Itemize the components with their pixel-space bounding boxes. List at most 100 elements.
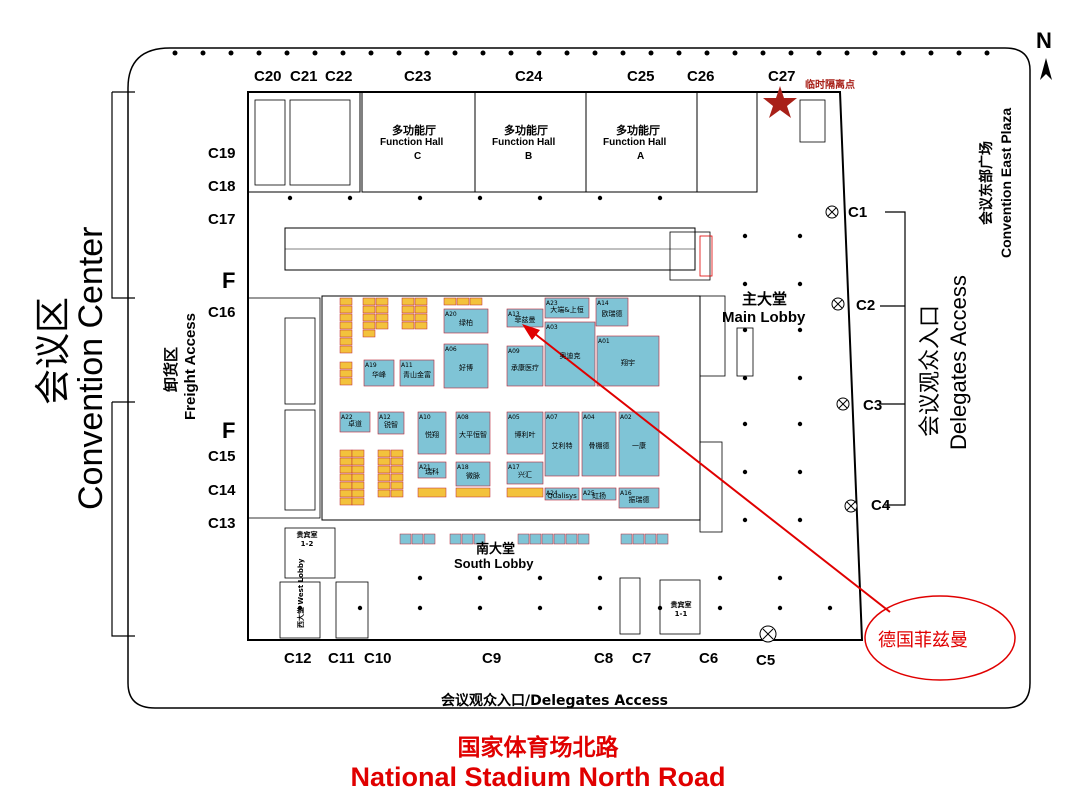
gate-c23: C23 bbox=[404, 68, 432, 85]
function-hall-b-en: Function Hall bbox=[492, 137, 556, 148]
small-booth bbox=[339, 457, 353, 466]
small-booth bbox=[375, 313, 389, 322]
small-booth bbox=[443, 297, 457, 306]
small-booth bbox=[375, 321, 389, 330]
gate-c25: C25 bbox=[627, 68, 655, 85]
booth-id-a05: A05 bbox=[508, 414, 520, 421]
booth-id-a03: A03 bbox=[546, 324, 558, 331]
gate-c10: C10 bbox=[364, 650, 392, 667]
small-booth bbox=[339, 377, 353, 386]
gate-c4: C4 bbox=[871, 497, 891, 514]
small-booth bbox=[506, 487, 544, 498]
small-booth bbox=[351, 489, 365, 498]
booth-name-a24: Qualisys bbox=[547, 492, 577, 500]
booth-a22 bbox=[339, 411, 371, 433]
gate-c3: C3 bbox=[863, 397, 883, 414]
south-lobby-booth bbox=[473, 533, 486, 545]
booth-name-a12: 锐智 bbox=[384, 421, 398, 429]
small-booth bbox=[339, 473, 353, 482]
gate-c5: C5 bbox=[756, 652, 776, 669]
booth-a12 bbox=[377, 411, 405, 435]
small-booth bbox=[377, 449, 391, 458]
south-lobby-booth bbox=[411, 533, 424, 545]
booth-a19 bbox=[363, 359, 395, 387]
vip-room-1-1: 贵宾室 1-1 bbox=[670, 601, 692, 618]
gate-c11: C11 bbox=[328, 650, 355, 667]
booth-name-a05: 博利叶 bbox=[514, 431, 536, 439]
small-booth bbox=[339, 369, 353, 378]
booth-name-a21: 瑞科 bbox=[425, 468, 439, 476]
booth-a25 bbox=[581, 487, 617, 501]
booth-a09 bbox=[506, 345, 544, 387]
gate-c26: C26 bbox=[687, 68, 715, 85]
gate-c1: C1 bbox=[848, 204, 868, 221]
small-booth bbox=[401, 313, 415, 322]
south-lobby-booth bbox=[656, 533, 669, 545]
booth-a08 bbox=[455, 411, 491, 455]
gate-c16: C16 bbox=[208, 304, 236, 321]
booth-name-a19: 华峰 bbox=[372, 371, 386, 379]
small-booth bbox=[351, 449, 365, 458]
booth-id-a14: A14 bbox=[597, 300, 609, 307]
small-booth bbox=[401, 297, 415, 306]
booth-name-a04: 骨棚德 bbox=[588, 442, 610, 450]
gate-c15: C15 bbox=[208, 448, 236, 465]
gate-c12: C12 bbox=[284, 650, 312, 667]
freight-marker-2: F bbox=[222, 418, 236, 443]
main-lobby-en: Main Lobby bbox=[722, 309, 806, 326]
booth-name-a17: 兴汇 bbox=[518, 471, 532, 479]
booth-a14 bbox=[595, 297, 629, 327]
gate-c27: C27 bbox=[768, 68, 796, 85]
function-hall-b-cn: 多功能厅 bbox=[504, 124, 548, 137]
small-booth bbox=[339, 465, 353, 474]
booth-a05 bbox=[506, 411, 544, 455]
delegates-access-cn: 会议观众入口 bbox=[918, 304, 943, 437]
function-hall-c-cn: 多功能厅 bbox=[392, 124, 436, 137]
booth-name-a22: 卓道 bbox=[348, 420, 362, 428]
small-booth bbox=[456, 297, 470, 306]
gate-c7: C7 bbox=[632, 650, 652, 667]
small-booth bbox=[362, 313, 376, 322]
function-hall-a-letter: A bbox=[637, 151, 645, 162]
south-lobby-booth bbox=[632, 533, 645, 545]
booth-a02 bbox=[618, 411, 660, 477]
booth-id-a12: A12 bbox=[379, 414, 391, 421]
east-plaza-en: Convention East Plaza bbox=[998, 107, 1014, 258]
booth-name-a13: 菲兹曼 bbox=[514, 316, 536, 324]
booth-id-a20: A20 bbox=[445, 311, 457, 318]
booth-a24 bbox=[544, 487, 580, 501]
gate-c21: C21 bbox=[290, 68, 318, 85]
south-lobby-booth bbox=[565, 533, 578, 545]
small-booth bbox=[390, 481, 404, 490]
booth-name-a07: 艾利特 bbox=[551, 442, 573, 450]
booth-name-a25: 虹扬 bbox=[592, 492, 606, 500]
south-lobby-booth bbox=[449, 533, 462, 545]
booth-id-a09: A09 bbox=[508, 348, 520, 355]
south-delegates-access: 会议观众入口/Delegates Access bbox=[441, 693, 668, 709]
small-booth bbox=[351, 465, 365, 474]
south-lobby-booth bbox=[461, 533, 474, 545]
gate-c6: C6 bbox=[699, 650, 719, 667]
booth-id-a06: A06 bbox=[445, 346, 457, 353]
booth-id-a24: A24 bbox=[546, 490, 558, 497]
small-booth bbox=[414, 297, 428, 306]
booth-name-a14: 欧瑞德 bbox=[601, 310, 623, 318]
booth-id-a10: A10 bbox=[419, 414, 431, 421]
gate-c14: C14 bbox=[208, 482, 236, 499]
small-booth bbox=[339, 337, 353, 346]
south-lobby-booth bbox=[541, 533, 554, 545]
booth-name-a23: 大端&上恒 bbox=[550, 306, 584, 314]
convention-center-cn: 会议区 bbox=[33, 296, 74, 405]
gate-c8: C8 bbox=[594, 650, 614, 667]
small-booth bbox=[401, 321, 415, 330]
booth-id-a17: A17 bbox=[508, 464, 520, 471]
isolation-point-label: 临时隔离点 bbox=[805, 80, 855, 91]
booth-id-a18: A18 bbox=[457, 464, 469, 471]
north-arrow-icon bbox=[1040, 58, 1052, 80]
booth-name-a09: 承康医疗 bbox=[511, 364, 539, 372]
south-lobby-cn: 南大堂 bbox=[476, 542, 516, 557]
small-booth bbox=[390, 465, 404, 474]
road-name-cn: 国家体育场北路 bbox=[457, 735, 619, 761]
booth-name-a08: 大平恒智 bbox=[459, 431, 487, 439]
small-booth bbox=[390, 489, 404, 498]
